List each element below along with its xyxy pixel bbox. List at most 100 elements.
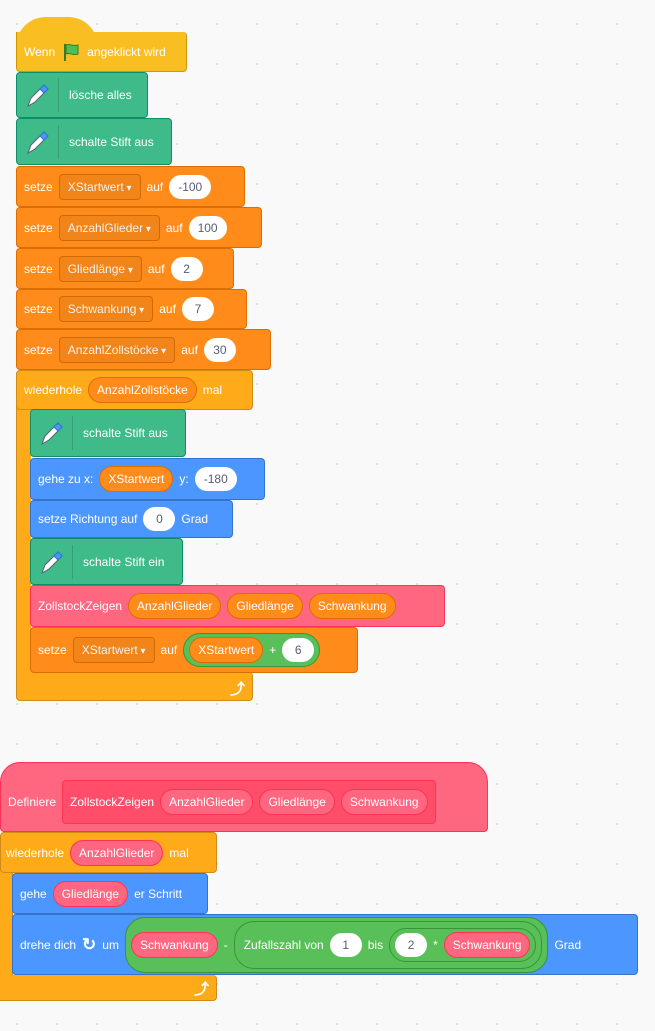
set-variable-block[interactable]: setze XStartwert auf -100: [16, 166, 245, 207]
param-reporter[interactable]: AnzahlGlieder: [160, 789, 254, 815]
param-reporter[interactable]: Schwankung: [130, 931, 218, 958]
plus-sign: +: [269, 643, 277, 657]
to-label: auf: [159, 302, 176, 316]
variable-dropdown[interactable]: Gliedlänge: [58, 255, 142, 282]
point-direction-block[interactable]: setze Richtung auf 0 Grad: [30, 500, 233, 538]
pen-icon: [38, 416, 73, 450]
variable-reporter[interactable]: XStartwert: [99, 466, 174, 492]
loop-arrow-icon: ⤴: [230, 681, 246, 698]
pen-clear-label: lösche alles: [69, 88, 132, 102]
when-flag-clicked-block[interactable]: Wenn angeklickt wird: [16, 32, 187, 72]
goto-xy-block[interactable]: gehe zu x: XStartwert y: -180: [30, 458, 265, 500]
move-suffix: er Schritt: [134, 886, 183, 901]
value-input[interactable]: 30: [203, 337, 236, 362]
variable-dropdown[interactable]: XStartwert: [72, 637, 155, 663]
param-reporter[interactable]: Gliedlänge: [52, 880, 129, 907]
set-label: setze: [24, 302, 53, 316]
pen-icon: [24, 78, 59, 112]
set-label: setze: [24, 179, 53, 194]
repeat-label: wiederhole: [24, 383, 83, 397]
move-label: gehe: [20, 886, 47, 901]
um-label: um: [102, 937, 119, 952]
turn-label: drehe dich: [20, 937, 77, 952]
set-variable-block[interactable]: setze AnzahlGlieder auf 100: [16, 207, 262, 248]
repeat-c-arm: [16, 400, 31, 690]
direction-input[interactable]: 0: [143, 507, 176, 531]
set-variable-block[interactable]: setze Schwankung auf 7: [16, 289, 247, 329]
pen-down-label: schalte Stift ein: [83, 554, 165, 569]
set-label: setze: [24, 220, 53, 235]
pen-icon: [24, 124, 59, 159]
pen-up-block[interactable]: schalte Stift aus: [30, 409, 186, 457]
variable-reporter[interactable]: Schwankung: [308, 593, 396, 619]
variable-dropdown[interactable]: Schwankung: [58, 296, 154, 322]
minus-sign: -: [223, 937, 228, 952]
unit-label: Grad: [181, 512, 209, 526]
subtract-operator[interactable]: Schwankung - Zufallszahl von 1 bis 2 * S…: [124, 916, 549, 973]
hat-post: angeklickt wird: [87, 44, 166, 59]
pen-up-label: schalte Stift aus: [69, 134, 154, 149]
pen-down-block[interactable]: schalte Stift ein: [30, 538, 183, 585]
unit-label: Grad: [554, 937, 582, 952]
set-variable-block[interactable]: setze Gliedlänge auf 2: [16, 248, 234, 289]
variable-reporter[interactable]: AnzahlZollstöcke: [88, 377, 197, 403]
y-input[interactable]: -180: [194, 467, 237, 491]
define-block[interactable]: Definiere ZollstockZeigen AnzahlGlieder …: [0, 762, 488, 832]
variable-reporter[interactable]: XStartwert: [189, 637, 264, 663]
pen-icon: [38, 544, 73, 579]
move-steps-block[interactable]: gehe Gliedlänge er Schritt: [12, 873, 208, 914]
value-input[interactable]: 100: [188, 215, 227, 240]
value-input[interactable]: 6: [282, 638, 315, 662]
green-flag-icon: [64, 43, 79, 61]
set-label: setze: [38, 643, 67, 657]
set-variable-block[interactable]: setze AnzahlZollstöcke auf 30: [16, 329, 271, 370]
value-input[interactable]: 7: [181, 297, 214, 321]
custom-call-block[interactable]: ZollstockZeigen AnzahlGlieder Gliedlänge…: [30, 585, 445, 627]
to-label: auf: [146, 179, 164, 194]
to-label: auf: [181, 342, 198, 357]
random-operator[interactable]: Zufallszahl von 1 bis 2 * Schwankung: [233, 920, 543, 969]
to-label: auf: [147, 261, 165, 276]
repeat-block[interactable]: wiederhole AnzahlZollstöcke mal: [16, 370, 253, 410]
random-label: Zufallszahl von: [243, 937, 324, 952]
pen-clear-block[interactable]: lösche alles: [16, 72, 148, 118]
param-reporter[interactable]: AnzahlGlieder: [70, 839, 164, 866]
param-reporter[interactable]: Schwankung: [443, 931, 531, 958]
value-input[interactable]: -100: [169, 174, 212, 199]
from-input[interactable]: 1: [329, 932, 362, 957]
pen-up-block[interactable]: schalte Stift aus: [16, 118, 172, 165]
set-label: setze: [24, 261, 53, 276]
variable-dropdown[interactable]: AnzahlZollstöcke: [58, 336, 176, 363]
set-variable-block[interactable]: setze XStartwert auf XStartwert + 6: [30, 627, 358, 673]
times-sign: *: [433, 937, 438, 952]
hat-pre: Wenn: [24, 44, 56, 59]
to-label: auf: [165, 220, 183, 235]
param-reporter[interactable]: Schwankung: [340, 789, 428, 815]
to-label: auf: [160, 643, 178, 657]
variable-reporter[interactable]: Gliedlänge: [227, 593, 303, 619]
multiply-operator[interactable]: 2 * Schwankung: [389, 927, 537, 962]
call-name: ZollstockZeigen: [38, 599, 123, 613]
direction-label: setze Richtung auf: [38, 512, 138, 526]
set-label: setze: [24, 342, 53, 357]
pen-up-label: schalte Stift aus: [83, 426, 168, 440]
variable-dropdown[interactable]: XStartwert: [58, 173, 141, 200]
rotate-clockwise-icon: ↻: [82, 934, 97, 954]
to-input[interactable]: 2: [395, 932, 428, 957]
variable-dropdown[interactable]: AnzahlGlieder: [58, 214, 160, 241]
add-operator[interactable]: XStartwert + 6: [183, 633, 321, 667]
repeat-block[interactable]: wiederhole AnzahlGlieder mal: [0, 832, 217, 873]
y-label: y:: [179, 472, 189, 486]
goto-label: gehe zu x:: [38, 472, 94, 486]
repeat-bottom: [16, 672, 253, 701]
turn-right-block[interactable]: drehe dich ↻ um Schwankung - Zufallszahl…: [12, 914, 638, 975]
bis-label: bis: [367, 937, 384, 952]
prototype-block[interactable]: ZollstockZeigen AnzahlGlieder Gliedlänge…: [62, 780, 436, 824]
value-input[interactable]: 2: [170, 256, 203, 281]
repeat-label: wiederhole: [6, 845, 65, 860]
param-reporter[interactable]: Gliedlänge: [259, 789, 335, 815]
procedure-name: ZollstockZeigen: [70, 795, 155, 809]
loop-arrow-icon: ⤴: [194, 981, 210, 998]
repeat-suffix: mal: [202, 383, 223, 397]
variable-reporter[interactable]: AnzahlGlieder: [128, 593, 222, 619]
